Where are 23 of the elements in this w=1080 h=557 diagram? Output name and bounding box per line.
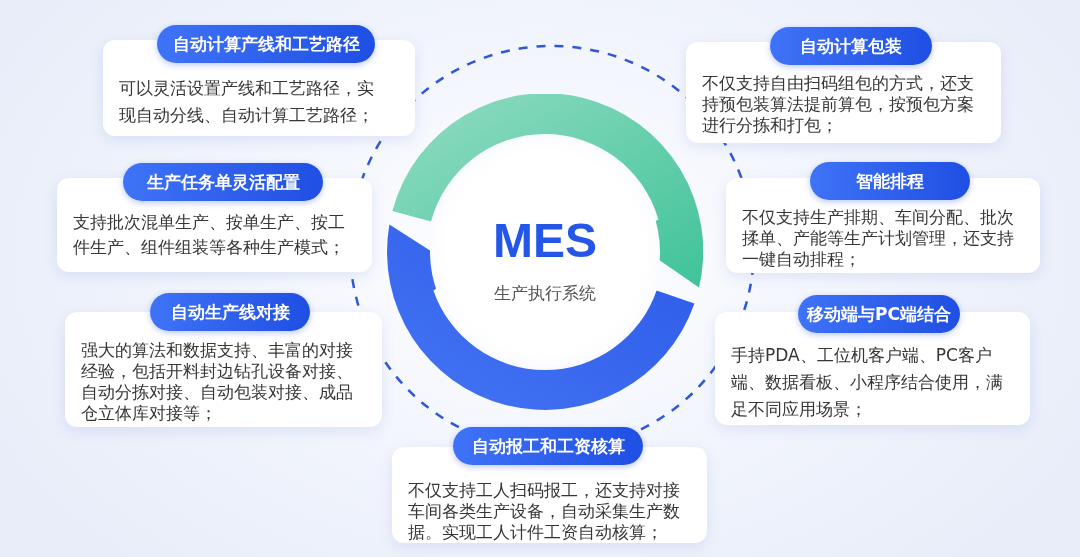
card-title: 自动计算产线和工艺路径 xyxy=(157,25,375,63)
card-title: 自动生产线对接 xyxy=(150,293,310,331)
hub-title: MES xyxy=(493,217,597,265)
feature-card xyxy=(715,295,1030,425)
card-title: 移动端与PC端结合 xyxy=(798,295,960,333)
feature-card xyxy=(726,162,1040,273)
card-description: 不仅支持生产排期、车间分配、批次揉单、产能等生产计划管理，还支持一键自动排程； xyxy=(742,207,1015,270)
feature-card xyxy=(65,293,382,427)
feature-card xyxy=(103,25,415,136)
card-description: 不仅支持自由扫码组包的方式，还支持预包装算法提前算包，按预包方案进行分拣和打包； xyxy=(702,73,975,136)
feature-card xyxy=(57,163,372,272)
feature-card xyxy=(392,427,707,543)
card-description: 强大的算法和数据支持、丰富的对接经验，包括开料封边钻孔设备对接、自动分拣对接、自动包装对接、成品仓立体库对接等； xyxy=(81,340,354,424)
card-description: 手持PDA、工位机客户端、PC客户端、数据看板、小程序结合使用，满足不同应用场景； xyxy=(731,344,1004,421)
hub-subtitle: 生产执行系统 xyxy=(494,283,596,303)
feature-card xyxy=(686,27,1001,143)
card-title: 生产任务单灵活配置 xyxy=(123,163,323,201)
card-title: 自动计算包装 xyxy=(770,27,932,65)
card-description: 支持批次混单生产、按单生产、按工件生产、组件组装等各种生产模式； xyxy=(73,211,346,259)
card-title: 智能排程 xyxy=(810,162,970,200)
card-description: 不仅支持工人扫码报工，还支持对接车间各类生产设备，自动采集生产数据。实现工人计件工资自动核算； xyxy=(408,480,681,543)
card-description: 可以灵活设置产线和工艺路径，实现自动分线、自动计算工艺路径； xyxy=(119,77,375,127)
card-title: 自动报工和工资核算 xyxy=(453,427,643,465)
